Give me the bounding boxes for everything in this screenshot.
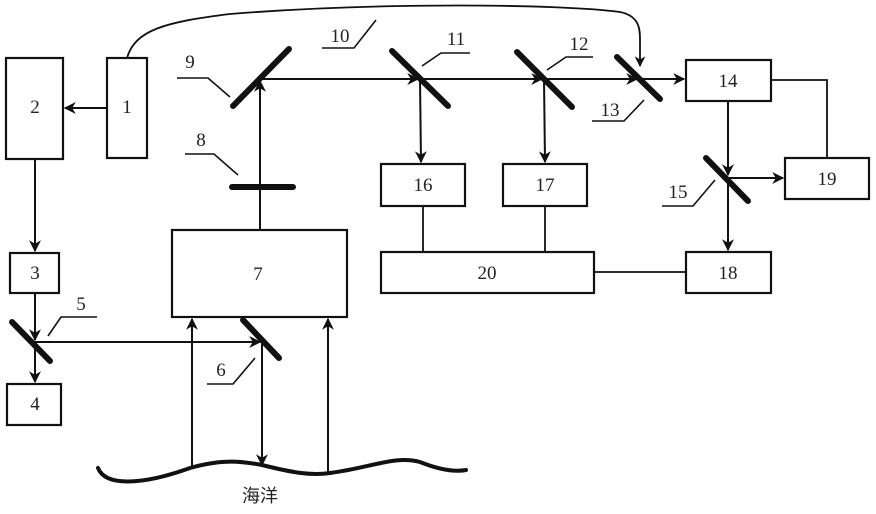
mirror-9 bbox=[230, 46, 292, 109]
ref-13: 13 bbox=[601, 100, 620, 121]
leader-10 bbox=[322, 19, 377, 49]
component-18: 18 bbox=[684, 250, 773, 295]
ref-11: 11 bbox=[447, 29, 465, 50]
component-7-label: 7 bbox=[253, 264, 263, 285]
mirror-12 bbox=[514, 49, 575, 110]
component-16-label: 16 bbox=[414, 175, 433, 196]
mirror-15 bbox=[703, 155, 751, 204]
component-18-label: 18 bbox=[719, 263, 738, 284]
leader-12 bbox=[546, 56, 593, 71]
leader-15 bbox=[662, 179, 716, 207]
ref-6: 6 bbox=[216, 360, 226, 381]
mirror-6 bbox=[240, 317, 282, 361]
component-1: 1 bbox=[105, 56, 149, 160]
component-17-label: 17 bbox=[536, 175, 555, 196]
line-14-to-19 bbox=[771, 79, 828, 158]
ocean-label: 海洋 bbox=[242, 486, 278, 507]
component-2: 2 bbox=[4, 56, 65, 161]
component-19-label: 19 bbox=[818, 169, 837, 190]
ref-10: 10 bbox=[331, 26, 350, 47]
ref-5: 5 bbox=[76, 294, 86, 315]
arrow-11-to-16 bbox=[414, 78, 427, 164]
component-20: 20 bbox=[379, 250, 596, 295]
mirror-5 bbox=[9, 319, 53, 364]
leader-11 bbox=[421, 52, 470, 67]
component-16: 16 bbox=[379, 162, 467, 208]
ocean-surface bbox=[96, 457, 468, 484]
ref-12: 12 bbox=[570, 34, 589, 55]
leader-8 bbox=[185, 153, 239, 176]
ref-15: 15 bbox=[669, 182, 688, 203]
arrow-12-to-17 bbox=[538, 78, 551, 164]
ref-8: 8 bbox=[196, 130, 206, 151]
ref-9: 9 bbox=[185, 52, 195, 73]
component-3: 3 bbox=[8, 251, 61, 295]
component-2-label: 2 bbox=[30, 97, 40, 118]
component-20-label: 20 bbox=[478, 263, 497, 284]
component-4: 4 bbox=[5, 382, 63, 427]
leader-5 bbox=[47, 316, 97, 337]
leader-13 bbox=[592, 99, 645, 122]
component-17: 17 bbox=[501, 162, 589, 208]
cable-10 bbox=[126, 4, 646, 68]
component-14: 14 bbox=[684, 58, 773, 103]
leader-9 bbox=[177, 77, 231, 98]
component-3-label: 3 bbox=[30, 263, 40, 284]
component-19: 19 bbox=[783, 156, 871, 201]
leader-6 bbox=[207, 357, 256, 385]
mirror-13 bbox=[614, 54, 663, 102]
mirror-11 bbox=[389, 48, 451, 109]
component-1-label: 1 bbox=[122, 97, 132, 118]
component-4-label: 4 bbox=[30, 394, 40, 415]
component-7: 7 bbox=[170, 228, 349, 319]
component-14-label: 14 bbox=[719, 71, 739, 92]
